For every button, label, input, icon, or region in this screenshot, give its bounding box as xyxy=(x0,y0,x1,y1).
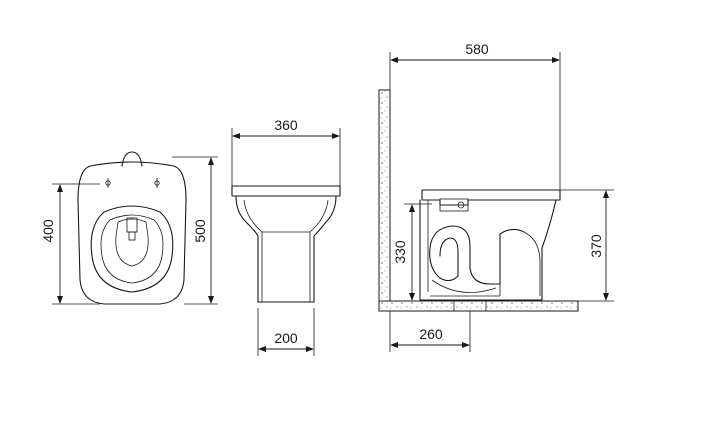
seat-outline xyxy=(77,161,187,305)
drain-nozzle-tip xyxy=(128,231,136,241)
dimension-360: 360 xyxy=(231,117,341,186)
dimension-200: 200 xyxy=(257,308,315,356)
front-view: 360 200 xyxy=(231,117,341,356)
bowl-profile xyxy=(419,199,557,301)
dimension-label-260: 260 xyxy=(419,326,443,342)
dimension-label-400: 400 xyxy=(40,219,56,243)
bowl-inner-rim xyxy=(100,214,164,284)
top-view: 400 500 xyxy=(40,151,218,305)
dimension-label-580: 580 xyxy=(465,41,489,57)
bowl-trap-outline xyxy=(115,218,149,267)
dimension-260: 260 xyxy=(389,311,471,352)
dimension-label-500: 500 xyxy=(192,219,208,243)
dimension-370: 370 xyxy=(560,189,614,302)
side-hinge xyxy=(439,198,469,212)
bowl-front-inner xyxy=(523,231,541,296)
wall-texture xyxy=(380,91,389,301)
floor-texture xyxy=(380,302,577,310)
hinge-pin xyxy=(457,201,465,209)
dimension-580: 580 xyxy=(389,41,561,190)
dimension-label-360: 360 xyxy=(274,117,298,133)
drain-nozzle xyxy=(126,217,138,233)
bowl-outer-rim xyxy=(90,205,174,293)
bowl-contour-left xyxy=(243,199,263,233)
tank-knob xyxy=(121,151,143,167)
dimension-330: 330 xyxy=(392,203,432,301)
trapway-inner xyxy=(429,237,459,282)
side-seat xyxy=(421,189,561,206)
dimension-label-330: 330 xyxy=(392,240,408,264)
side-view: 580 330 370 260 xyxy=(378,41,614,352)
bowl-contour-right xyxy=(309,199,329,233)
dimension-label-200: 200 xyxy=(274,330,298,346)
bowl-body xyxy=(235,195,337,303)
trapway-outlet xyxy=(431,279,497,293)
dimension-500: 500 xyxy=(172,156,218,305)
dimension-label-370: 370 xyxy=(588,234,604,258)
trapway-upper xyxy=(429,225,525,285)
seat-rim xyxy=(231,185,341,197)
dimension-400: 400 xyxy=(40,183,100,305)
